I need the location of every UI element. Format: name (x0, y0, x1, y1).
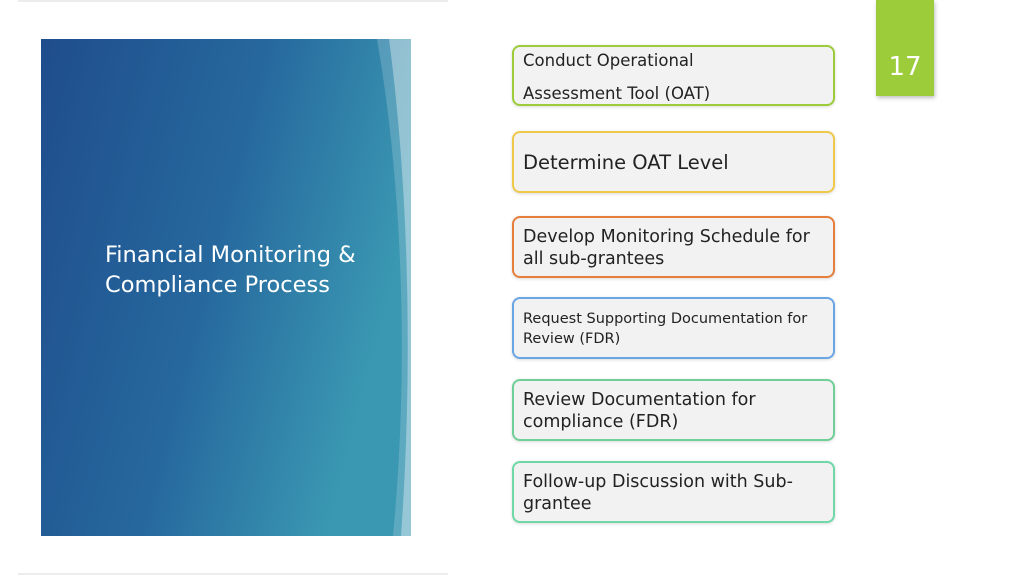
step-conduct-oat: Conduct Operational Assessment Tool (OAT… (512, 45, 835, 106)
step-review-documentation: Review Documentation for compliance (FDR… (512, 379, 835, 441)
step-label: Develop Monitoring Schedule for all sub-… (523, 227, 810, 269)
title-panel: Financial Monitoring & Compliance Proces… (41, 39, 411, 536)
step-follow-up-discussion: Follow-up Discussion with Sub-grantee (512, 461, 835, 523)
step-request-documentation: Request Supporting Documentation for Rev… (512, 297, 835, 359)
step-label: Request Supporting Documentation for Rev… (523, 311, 808, 347)
page-number-badge: 17 (876, 0, 934, 96)
title-panel-background (41, 39, 411, 536)
step-label: Review Documentation for compliance (FDR… (523, 390, 756, 432)
step-label: Determine OAT Level (523, 151, 729, 174)
step-label: Follow-up Discussion with Sub-grantee (523, 472, 793, 514)
slide-title: Financial Monitoring & Compliance Proces… (105, 242, 356, 298)
step-label-line1: Conduct Operational (523, 51, 694, 70)
step-label-line2: Assessment Tool (OAT) (523, 84, 711, 103)
step-develop-schedule: Develop Monitoring Schedule for all sub-… (512, 216, 835, 278)
step-determine-oat-level: Determine OAT Level (512, 131, 835, 193)
page-number: 17 (888, 52, 922, 82)
top-divider (18, 0, 448, 2)
bottom-divider (18, 573, 448, 575)
